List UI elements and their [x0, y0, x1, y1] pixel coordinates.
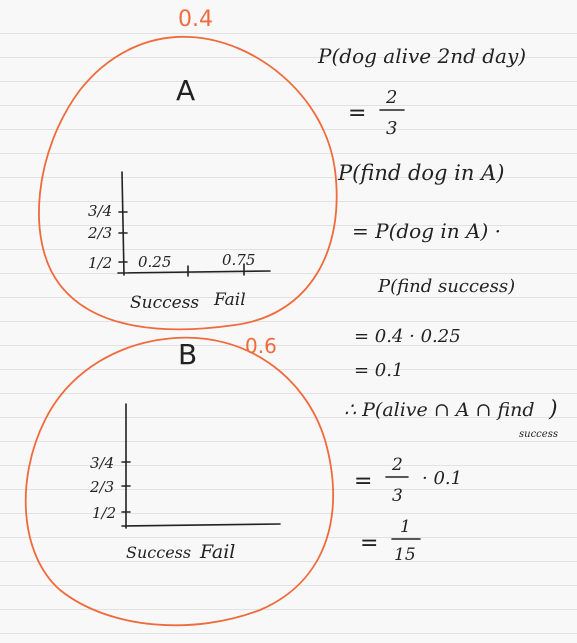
- work-line-6: = 0.4 · 0.25: [354, 326, 461, 347]
- region-a-x-ticks: [187, 263, 245, 277]
- region-b-x-label-success: Success: [126, 543, 191, 562]
- work-line-4: = P(dog in A) ·: [352, 219, 501, 243]
- work-line-8-subscript: success: [519, 429, 558, 440]
- region-b-x-axis: [121, 523, 281, 527]
- region-a-y-tick-3: 1/2: [88, 254, 112, 272]
- work-line-8-close: ): [548, 397, 558, 422]
- region-b-y-tick-3: 1/2: [92, 504, 116, 522]
- region-a-circle: [38, 35, 338, 331]
- work-line-9-num: 2: [391, 455, 403, 475]
- work-line-2-den: 3: [386, 118, 397, 139]
- work-line-2-num: 2: [385, 87, 397, 108]
- region-b-probability: 0.6: [245, 334, 277, 358]
- region-a-bar-value-success: 0.25: [138, 253, 171, 271]
- work-line-2-eq: =: [348, 101, 366, 126]
- work-line-9-den: 3: [392, 486, 403, 506]
- region-a-y-ticks: [118, 211, 128, 263]
- work-line-7: = 0.1: [354, 360, 403, 381]
- work-line-3: P(find dog in A): [337, 161, 504, 185]
- region-a-y-tick-2: 2/3: [87, 224, 112, 242]
- region-b-circle: [24, 336, 335, 627]
- region-a-bar-value-fail: 0.75: [222, 251, 255, 269]
- work-line-9-eq: =: [354, 469, 372, 494]
- region-b-x-label-fail: Fail: [199, 541, 235, 563]
- region-b-y-tick-2: 2/3: [89, 478, 114, 496]
- region-a-x-label-success: Success: [130, 293, 199, 313]
- region-a-x-axis: [117, 270, 271, 274]
- work-line-10-num: 1: [400, 517, 411, 537]
- work-line-8: ∴ P(alive ∩ A ∩ find: [344, 399, 535, 421]
- region-a-y-axis: [121, 171, 125, 276]
- work-line-5: P(find success): [377, 276, 515, 297]
- region-a-y-tick-1: 3/4: [88, 202, 112, 220]
- region-b-name: B: [178, 338, 197, 371]
- region-b-y-tick-1: 3/4: [90, 454, 114, 472]
- region-a-name: A: [176, 74, 195, 107]
- work-line-1: P(dog alive 2nd day): [317, 44, 526, 68]
- work-line-10-eq: =: [360, 531, 378, 556]
- region-b-y-ticks: [121, 461, 131, 513]
- work-line-10-den: 15: [394, 545, 416, 565]
- region-a-probability: 0.4: [178, 7, 213, 32]
- work-line-9-rest: · 0.1: [422, 468, 462, 489]
- region-a-x-label-fail: Fail: [213, 290, 246, 310]
